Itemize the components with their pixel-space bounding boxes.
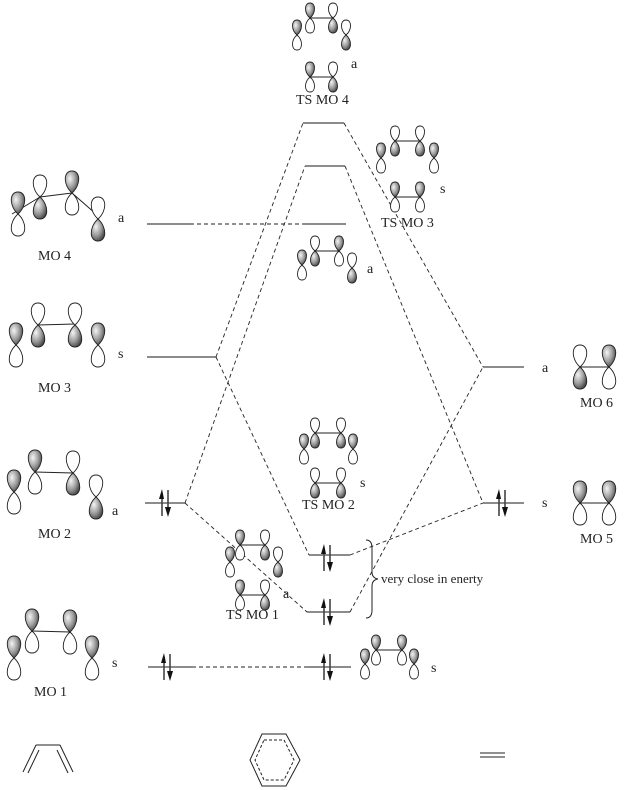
ethylene-structure [480, 752, 505, 758]
energy-levels [145, 122, 524, 668]
corr-mo2-tsmo3 [184, 165, 306, 504]
symmetry-tsmo4: a [351, 57, 358, 72]
cyclic-transition-state-structure [249, 733, 301, 787]
corr-tsmo1-mo6 [349, 366, 484, 613]
symmetry-mo1: s [112, 656, 117, 671]
corr-tsmo3-mo5 [344, 165, 484, 504]
label-mo2: MO 2 [38, 527, 71, 542]
orbital-tsmo3 [376, 125, 439, 213]
label-tsmo1: TS MO 1 [226, 608, 279, 623]
symmetry-tsmo2: s [360, 476, 365, 491]
orbital-mo4 [10, 170, 106, 242]
orbital-tsmo0 [360, 634, 419, 680]
annotation-very-close: very close in enerty [381, 571, 484, 586]
orbital-tsmo2 [299, 417, 358, 499]
label-tsmo3: TS MO 3 [381, 216, 434, 231]
symmetry-mo4: a [118, 211, 125, 226]
symmetry-mo6: a [542, 361, 549, 376]
corr-mo2-tsmo1 [184, 502, 308, 613]
symmetry-mo3: s [118, 347, 123, 362]
orbital-tsmo4 [292, 2, 351, 93]
electron-pair-tsmo2 [320, 543, 334, 573]
symmetry-tsmo1: a [283, 587, 290, 602]
label-mo3: MO 3 [38, 381, 71, 396]
label-tsmo2: TS MO 2 [302, 498, 355, 513]
orbital-mo6 [572, 344, 617, 390]
label-tsmo4: TS MO 4 [296, 93, 349, 108]
symmetry-mo2: a [112, 504, 119, 519]
correlation-lines [184, 122, 484, 668]
symmetry-mo5: s [542, 496, 547, 511]
orbital-tsmo1 [225, 529, 283, 611]
corr-mo3-tsmo4 [215, 122, 304, 358]
orbital-mo5 [572, 480, 617, 526]
label-mo1: MO 1 [34, 685, 67, 700]
orbital-mo1 [6, 608, 100, 681]
label-mo4: MO 4 [38, 249, 71, 264]
label-mo5: MO 5 [580, 532, 613, 547]
corr-mo3-tsmo2 [215, 356, 310, 556]
energy-brace [365, 539, 379, 619]
corr-tsmo2-mo5 [349, 502, 484, 556]
butadiene-structure [22, 744, 74, 774]
symmetry-tsmo-a: a [367, 262, 374, 277]
symmetry-tsmo0: s [431, 661, 436, 676]
label-mo6: MO 6 [580, 396, 613, 411]
corr-tsmo4-mo6 [343, 122, 484, 368]
orbital-mo3 [8, 302, 106, 368]
orbital-mo2 [6, 449, 104, 520]
orbital-tsmo-a [297, 235, 357, 284]
symmetry-tsmo3: s [440, 182, 445, 197]
